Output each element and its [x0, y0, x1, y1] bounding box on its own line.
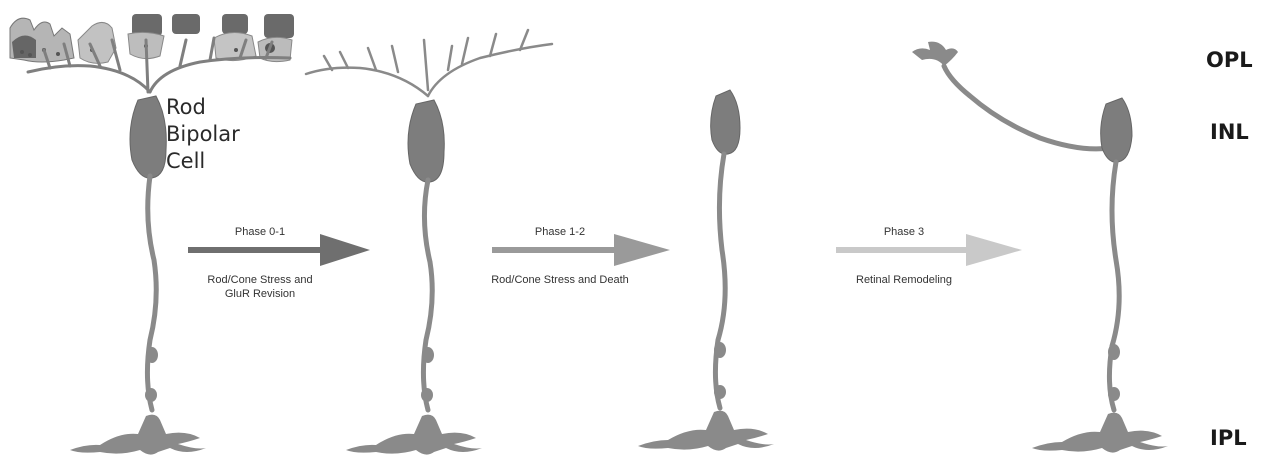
phase-title: Phase 3: [804, 225, 1004, 239]
layer-label-ipl: IPL: [1210, 428, 1247, 449]
phase-caption-line: GluR Revision: [160, 287, 360, 301]
cell-label-line: Rod: [166, 94, 240, 121]
phase-title: Phase 1-2: [460, 225, 660, 239]
phase-caption-line: Rod/Cone Stress and: [160, 273, 360, 287]
layer-label-inl: INL: [1210, 122, 1249, 143]
phase-caption-line: Rod/Cone Stress and Death: [460, 273, 660, 287]
cell-label-line: Bipolar: [166, 121, 240, 148]
cell-label: Rod Bipolar Cell: [166, 94, 240, 175]
phase-title: Phase 0-1: [160, 225, 360, 239]
cell-label-line: Cell: [166, 148, 240, 175]
layer-label-opl: OPL: [1206, 50, 1253, 71]
phase-caption: Retinal Remodeling: [804, 273, 1004, 287]
phase-caption-line: Retinal Remodeling: [804, 273, 1004, 287]
phase-caption: Rod/Cone Stress and GluR Revision: [160, 273, 360, 301]
stage-3-dendrite-loss-cell: [638, 90, 774, 451]
photoreceptor-terminals: [10, 14, 294, 63]
phase-caption: Rod/Cone Stress and Death: [460, 273, 660, 287]
